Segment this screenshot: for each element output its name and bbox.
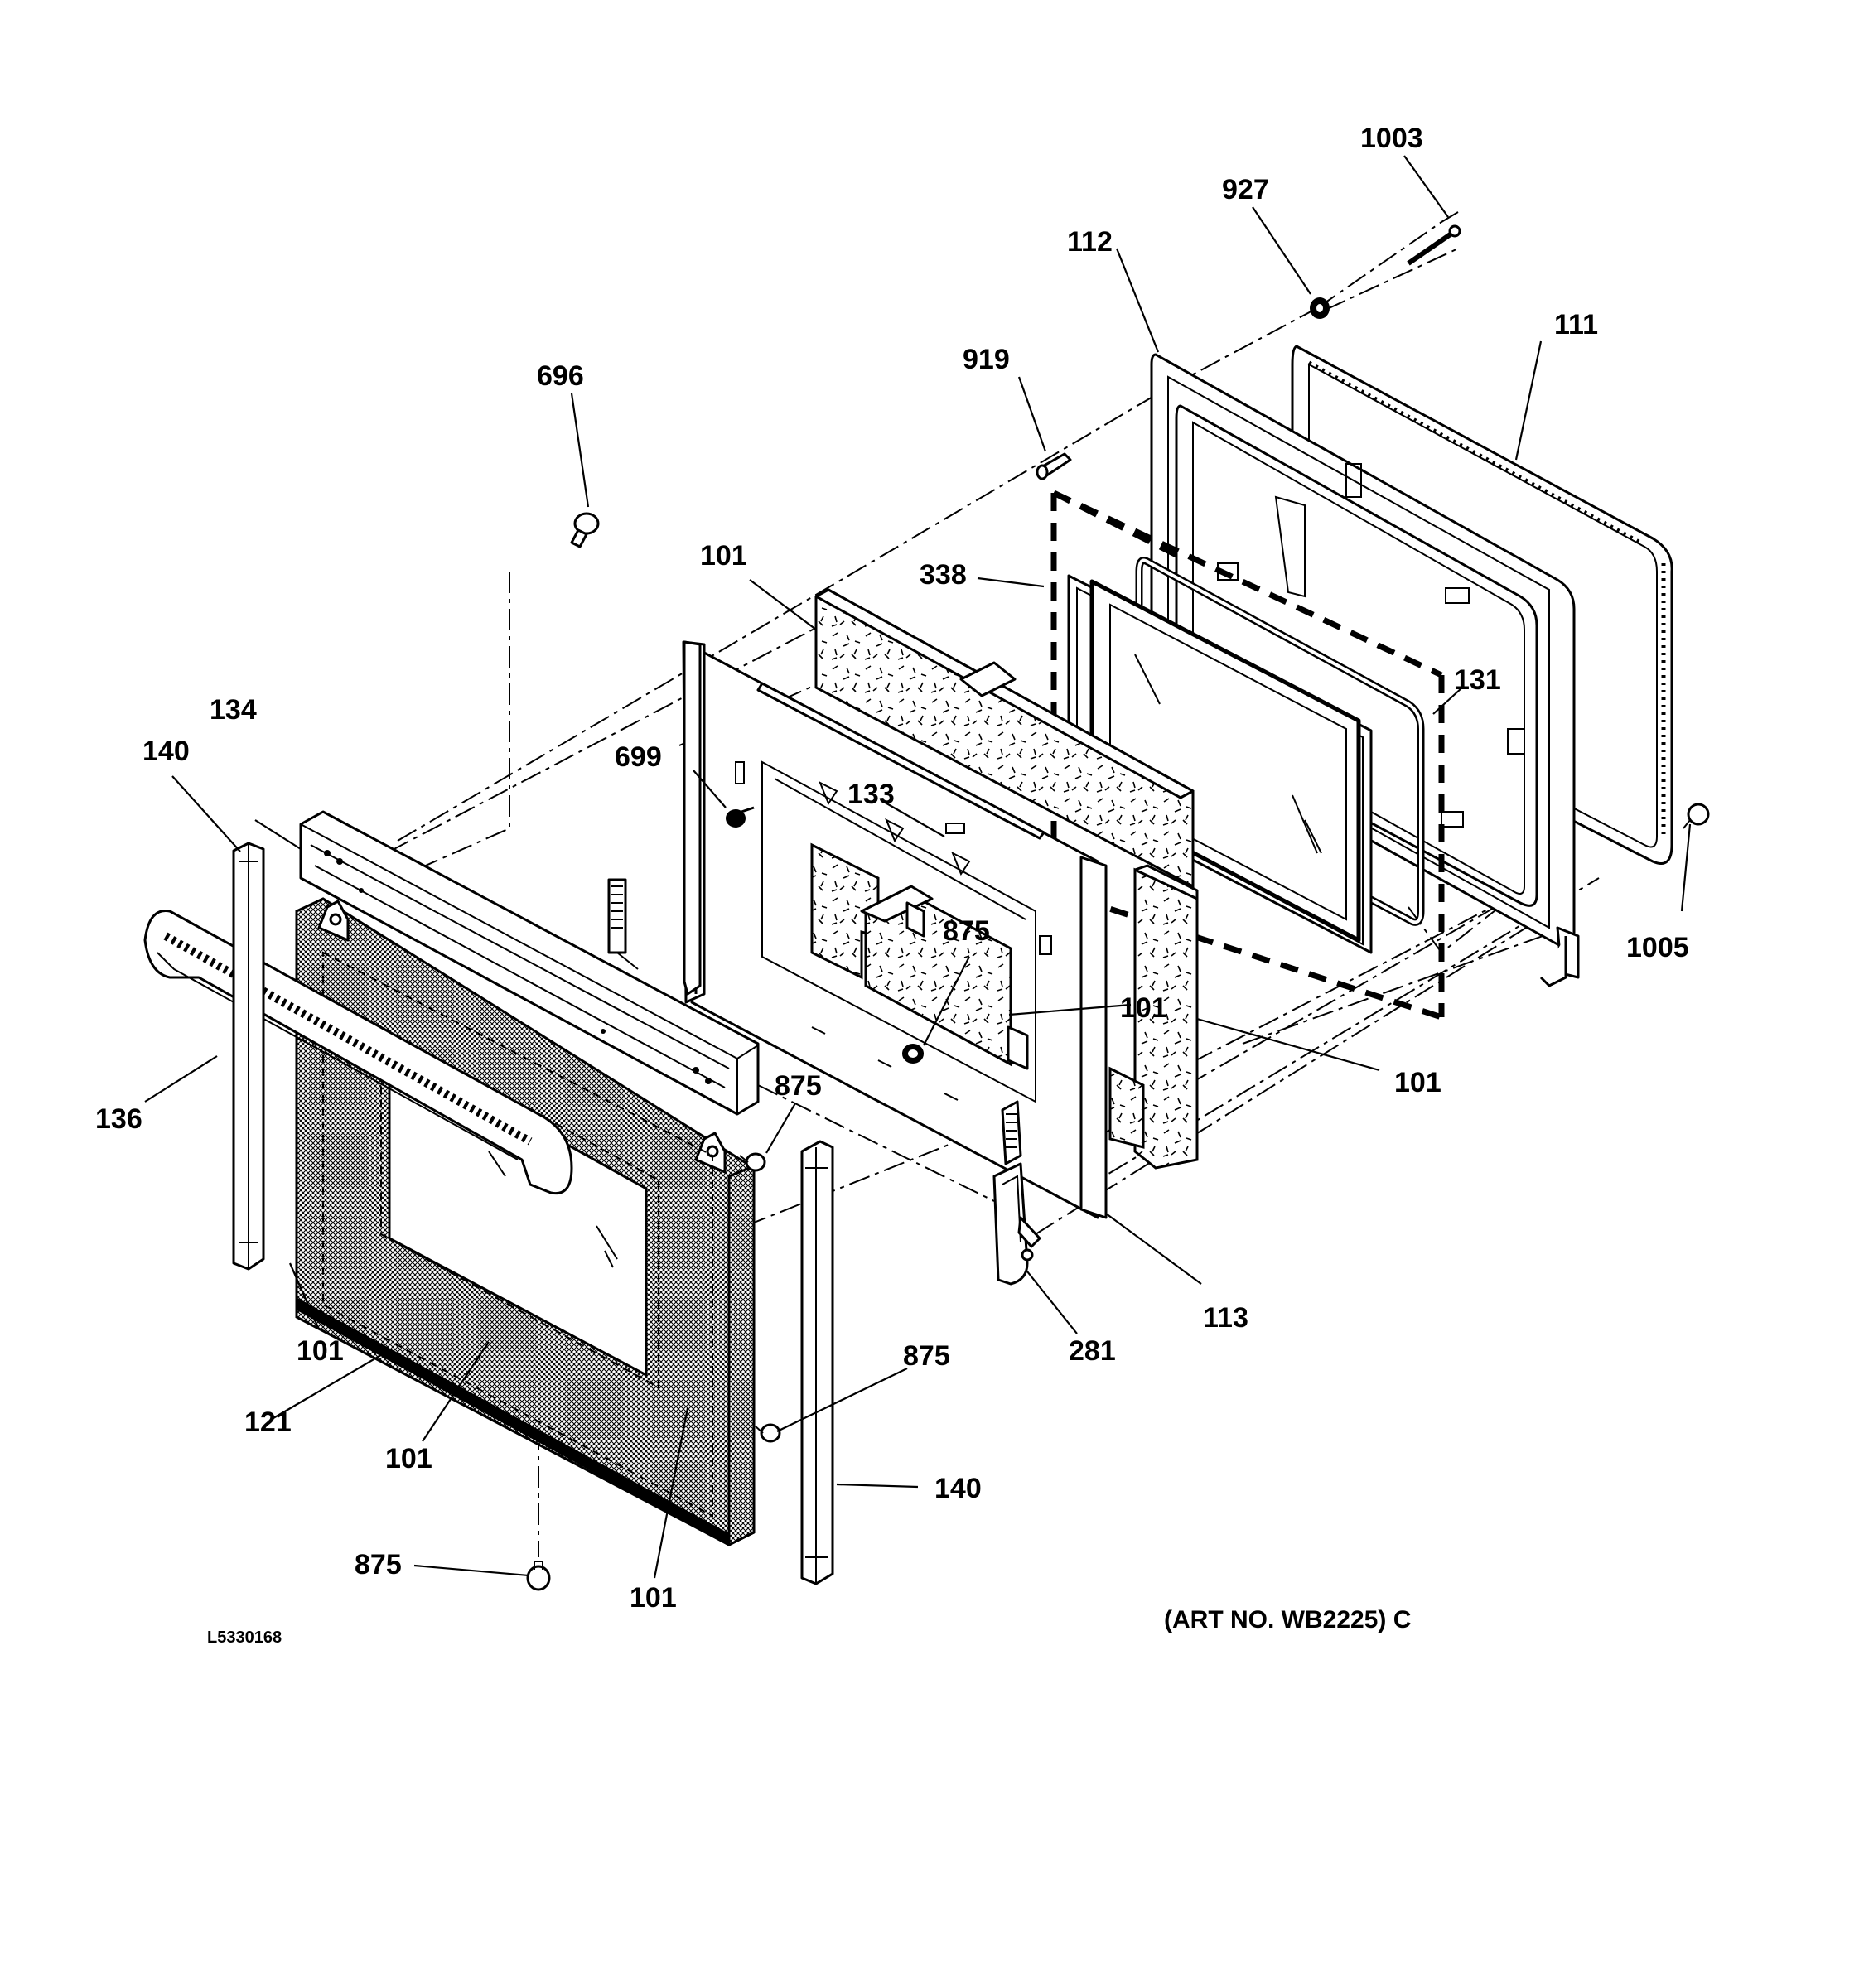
label-113: 113: [1203, 1302, 1248, 1334]
drawing-number: L5330168: [207, 1629, 282, 1647]
glass-gasket-131: [1135, 557, 1425, 926]
insulation-strips-101: [810, 842, 1199, 1170]
label-1005: 1005: [1626, 932, 1689, 963]
label-136: 136: [95, 1103, 142, 1135]
label-875-right: 875: [903, 1340, 950, 1372]
label-133: 133: [847, 779, 895, 810]
label-1003: 1003: [1360, 123, 1423, 154]
label-281: 281: [1069, 1335, 1116, 1367]
screws: [526, 512, 924, 1591]
inner-door-liner-112: [1150, 353, 1580, 987]
label-134: 134: [210, 694, 257, 726]
screw-1003: [1407, 224, 1461, 266]
screw-1005: [1683, 803, 1710, 829]
leader-lines: [144, 155, 1692, 1579]
label-140-right: 140: [934, 1473, 982, 1504]
insulation-101-top: [814, 588, 1195, 889]
label-875-center: 875: [943, 915, 990, 947]
label-101-left-bottom: 101: [297, 1335, 344, 1367]
vent-trim-134: [299, 810, 760, 1116]
label-101-top: 101: [700, 540, 747, 572]
side-channel-left: [683, 640, 702, 996]
label-101-center: 101: [1120, 992, 1167, 1024]
side-trim-140-right: [800, 1140, 834, 1585]
part-labels: 1003 927 112 111 919 696 101 338 131 134…: [95, 123, 1689, 1614]
pin-919: [1036, 452, 1072, 480]
hinge-281: [992, 1100, 1041, 1286]
label-696: 696: [537, 360, 584, 392]
label-699: 699: [615, 741, 662, 773]
side-trim-140-left: [232, 842, 265, 1271]
label-111: 111: [1554, 309, 1598, 340]
label-927: 927: [1222, 174, 1269, 205]
label-121: 121: [244, 1407, 292, 1438]
label-101-door: 101: [385, 1443, 432, 1474]
label-101-right: 101: [1394, 1067, 1441, 1098]
label-101-bottom: 101: [630, 1582, 677, 1614]
art-number: (ART NO. WB2225) C: [1164, 1606, 1411, 1633]
nut-927: [1310, 297, 1330, 319]
label-131: 131: [1454, 664, 1501, 696]
label-338: 338: [920, 559, 967, 591]
label-875-mid: 875: [775, 1070, 822, 1102]
label-112: 112: [1067, 226, 1113, 258]
label-919: 919: [963, 344, 1010, 375]
label-140-left: 140: [142, 736, 190, 767]
label-875-bottom: 875: [355, 1549, 402, 1580]
hinge-spring-left: [607, 878, 639, 970]
window-pack-outline-338: [1050, 490, 1445, 1021]
